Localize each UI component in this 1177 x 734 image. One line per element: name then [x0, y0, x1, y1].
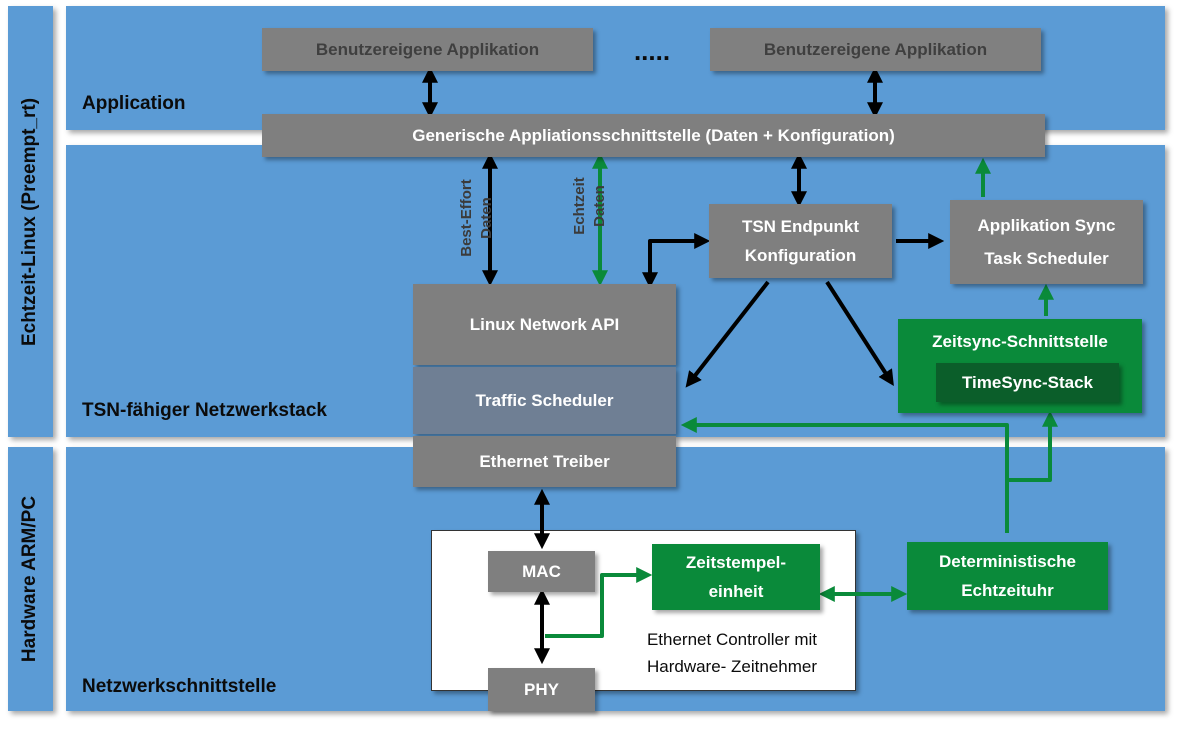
arrow-clock-scheduler — [680, 417, 1009, 533]
application-layer-title: Application — [82, 93, 186, 114]
arrow-mac-timestamp — [545, 567, 653, 638]
timestamp-unit-line1: Zeitstempel- — [685, 553, 787, 572]
generic-api-box: Generische Appliationsschnittstelle (Dat… — [262, 114, 1045, 157]
app-sync-line2: Task Scheduler — [984, 249, 1109, 268]
timesync-interface-label: Zeitsync-Schnittstelle — [932, 332, 1108, 351]
timesync-stack-box: TimeSync-Stack — [936, 363, 1119, 402]
app-sync-line1: Applikation Sync — [977, 216, 1116, 235]
timestamp-unit-box: Zeitstempel- einheit — [652, 544, 820, 610]
best-effort-label-line2: Daten — [478, 197, 495, 239]
user-app-1-box: Benutzereigene Applikation — [262, 28, 593, 71]
realtime-clock-line2: Echtzeituhr — [961, 581, 1054, 600]
realtime-label-line1: Echtzeit — [571, 177, 588, 235]
app-sync-box: Applikation Sync Task Scheduler — [950, 200, 1143, 284]
os-side-band — [8, 6, 53, 437]
realtime-clock-line1: Deterministische — [939, 552, 1076, 571]
arrow-tsn-config-timesync — [825, 280, 894, 387]
realtime-clock-box: Deterministische Echtzeituhr — [907, 542, 1108, 610]
mac-box: MAC — [488, 551, 595, 592]
stack-layer-title: TSN-fähiger Netzwerkstack — [82, 400, 327, 421]
ellipsis: ..... — [633, 36, 671, 66]
arrow-tsn-config-linux-api — [642, 233, 711, 289]
user-app-2-box: Benutzereigene Applikation — [710, 28, 1041, 71]
ethernet-controller-note: Ethernet Controller mit Hardware- Zeitne… — [612, 626, 852, 680]
interface-layer-title: Netzwerkschnittstelle — [82, 676, 277, 697]
ethernet-driver-box: Ethernet Treiber — [413, 436, 676, 487]
arrow-clock-timesync — [1007, 410, 1058, 482]
tsn-config-box: TSN Endpunkt Konfiguration — [709, 204, 892, 278]
realtime-label-line2: Daten — [591, 185, 608, 227]
traffic-scheduler-box: Traffic Scheduler — [413, 367, 676, 434]
tsn-config-line2: Konfiguration — [744, 246, 857, 265]
best-effort-label-line1: Best-Effort — [458, 179, 475, 257]
timestamp-unit-line2: einheit — [708, 582, 764, 601]
realtime-label: Echtzeit Daten — [570, 161, 610, 251]
arrow-tsn-config-scheduler — [685, 280, 770, 388]
best-effort-label: Best-Effort Daten — [457, 163, 497, 273]
ethernet-controller-note-line1: Ethernet Controller mit — [646, 630, 818, 649]
hardware-side-band — [8, 447, 53, 711]
linux-network-api-box: Linux Network API — [413, 284, 676, 365]
phy-box: PHY — [488, 668, 595, 711]
ethernet-controller-note-line2: Hardware- Zeitnehmer — [646, 657, 818, 676]
tsn-config-line1: TSN Endpunkt — [741, 217, 860, 236]
